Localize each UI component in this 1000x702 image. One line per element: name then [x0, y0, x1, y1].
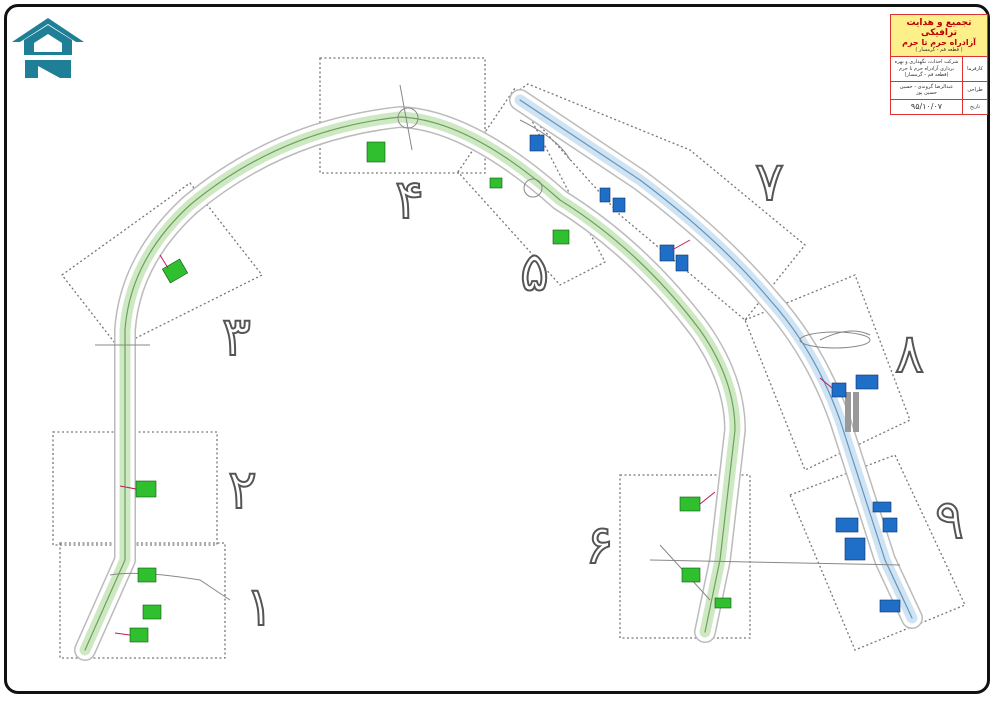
title-block: تجمیع و هدایت ترافیکی آزادراه حرم تا حرم… — [890, 14, 988, 115]
sign-green — [679, 496, 701, 512]
sign-green — [681, 567, 701, 583]
sign-green — [714, 597, 732, 609]
sign-blue — [872, 501, 892, 513]
section-box-5 — [457, 86, 606, 286]
section-box-6 — [619, 474, 751, 639]
section-number-3: ۳ — [222, 305, 251, 368]
section-box-4 — [319, 57, 486, 174]
ramp-structures — [845, 392, 859, 432]
sign-green — [552, 229, 570, 245]
section-box-1 — [59, 542, 226, 659]
section-number-7: ۷ — [755, 150, 784, 213]
title-row-designer: طراحی عبدالرضا گروندی - حسین حسین پور — [891, 81, 987, 100]
date-label: تاریخ — [962, 99, 987, 114]
sign-blue — [659, 244, 675, 262]
sign-blue — [882, 517, 898, 533]
designer-label: طراحی — [962, 81, 987, 99]
sign-blue — [831, 382, 847, 398]
section-number-2: ۲ — [228, 458, 257, 521]
sign-blue — [879, 599, 901, 613]
title-row-date: تاریخ ۹۵/۱۰/۰۷ — [891, 99, 987, 114]
section-number-1: ۱ — [245, 575, 274, 638]
sign-green — [142, 604, 162, 620]
section-number-4: ۴ — [395, 168, 424, 231]
sign-blue — [855, 374, 879, 390]
section-box-3 — [61, 182, 264, 348]
drawing-frame — [4, 4, 990, 694]
client-label: کارفرما — [962, 57, 987, 81]
sign-green — [135, 480, 157, 498]
sign-green — [489, 177, 503, 189]
sign-blue — [612, 197, 626, 213]
blue-signs — [529, 134, 901, 613]
title-header: تجمیع و هدایت ترافیکی آزادراه حرم تا حرم… — [891, 15, 987, 57]
sign-green — [137, 567, 157, 583]
section-number-5: ۵ — [520, 240, 549, 303]
section-numbers: ۱ ۲ ۳ ۴ ۵ ۶ ۷ ۸ ۹ — [221, 149, 965, 639]
sign-blue — [835, 517, 859, 533]
sign-green — [129, 627, 149, 643]
main-highway — [74, 106, 746, 661]
title-row-client: کارفرما شرکت احداث، نگهداری و بهره بردار… — [891, 57, 987, 82]
sign-blue — [599, 187, 611, 203]
date-value: ۹۵/۱۰/۰۷ — [910, 101, 943, 111]
drawing-title: تجمیع و هدایت ترافیکی — [906, 18, 972, 38]
green-signs — [129, 141, 732, 643]
section-number-6: ۶ — [585, 513, 614, 576]
sign-blue — [844, 537, 866, 561]
sign-pointers — [114, 239, 833, 636]
client-value: شرکت احداث، نگهداری و بهره برداری آزادرا… — [894, 59, 959, 78]
company-logo — [12, 18, 84, 78]
section-box-7 — [511, 83, 806, 321]
sign-green — [161, 258, 189, 284]
sign-green — [366, 141, 386, 163]
branch-highway — [509, 89, 923, 629]
designer-value: عبدالرضا گروندی - حسین حسین پور — [899, 83, 954, 97]
section-boxes — [52, 57, 966, 659]
section-number-9: ۹ — [935, 488, 964, 551]
sign-blue — [529, 134, 545, 152]
section-number-8: ۸ — [895, 322, 924, 385]
drawing-subtitle: آزادراه حرم تا حرم — [902, 38, 976, 47]
sign-blue — [675, 254, 689, 272]
drawing-segment: ( قطعه قم - گرمسار ) — [915, 47, 963, 53]
